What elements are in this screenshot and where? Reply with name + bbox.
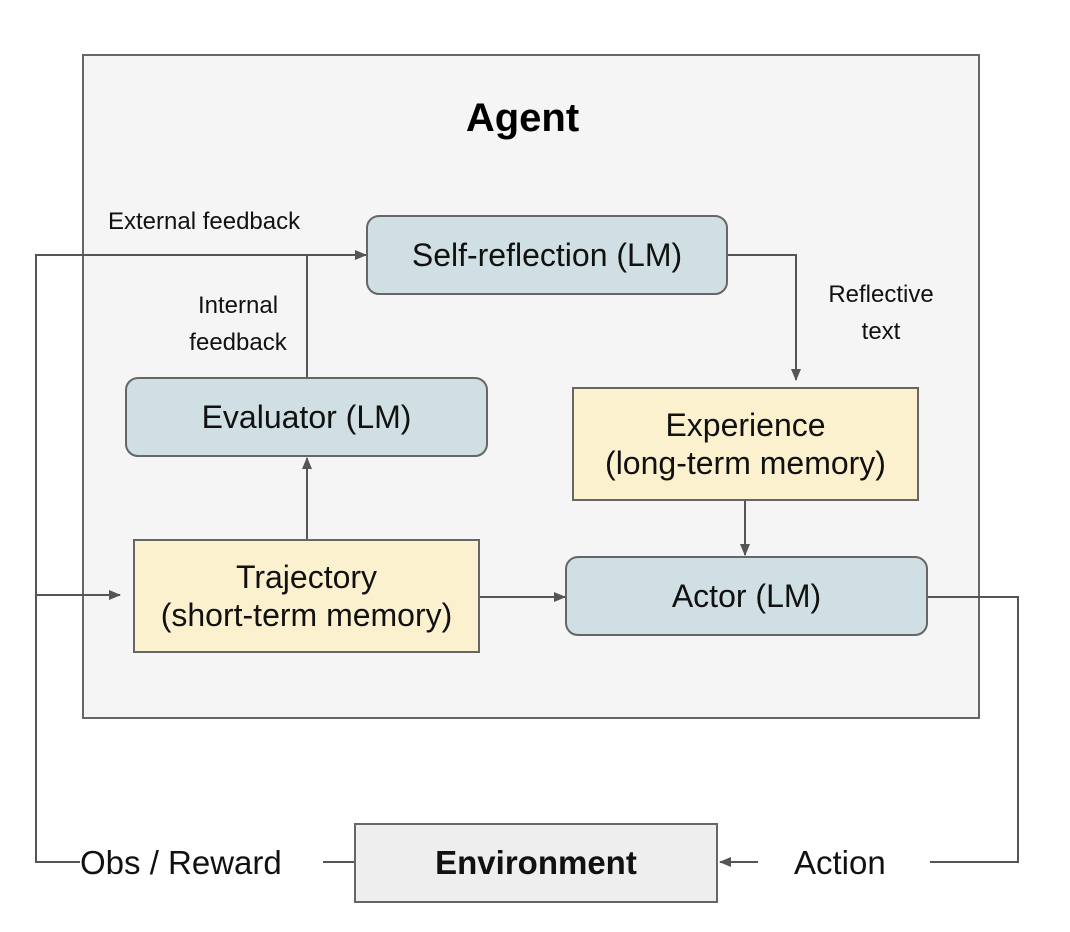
- obs-reward-label: Obs / Reward: [80, 844, 282, 881]
- experience-node: Experience (long-term memory): [572, 387, 919, 501]
- actor-action-loop-line: [928, 596, 1019, 863]
- evaluator-node: Evaluator (LM): [125, 377, 488, 457]
- self-reflection-to-experience-arrow: [728, 254, 801, 381]
- self-reflection-node: Self-reflection (LM): [366, 215, 728, 295]
- environment-label: Environment: [435, 844, 637, 882]
- environment-node: Environment: [354, 823, 718, 903]
- trajectory-node: Trajectory (short-term memory): [133, 539, 480, 653]
- external-feedback-label: External feedback: [108, 208, 301, 235]
- evaluator-label: Evaluator (LM): [201, 398, 412, 435]
- internal-feedback-label: Internal feedback: [176, 287, 300, 361]
- experience-subtitle: (long-term memory): [605, 445, 886, 481]
- experience-title: Experience: [665, 406, 826, 443]
- reflective-text-label: Reflective text: [815, 276, 947, 350]
- action-label: Action: [794, 844, 886, 881]
- agent-title: Agent: [465, 96, 580, 140]
- trajectory-subtitle: (short-term memory): [160, 597, 453, 633]
- observation-reward-loop-line: [35, 250, 367, 863]
- self-reflection-label: Self-reflection (LM): [411, 236, 683, 273]
- internal-feedback-line-1: Internal: [197, 292, 279, 319]
- actor-node: Actor (LM): [565, 556, 928, 636]
- trajectory-title: Trajectory: [235, 558, 378, 595]
- internal-feedback-line-2: feedback: [189, 329, 287, 357]
- reflective-text-line-1: Reflective: [828, 281, 934, 308]
- actor-label: Actor (LM): [671, 577, 822, 614]
- reflective-text-line-2: text: [861, 318, 901, 346]
